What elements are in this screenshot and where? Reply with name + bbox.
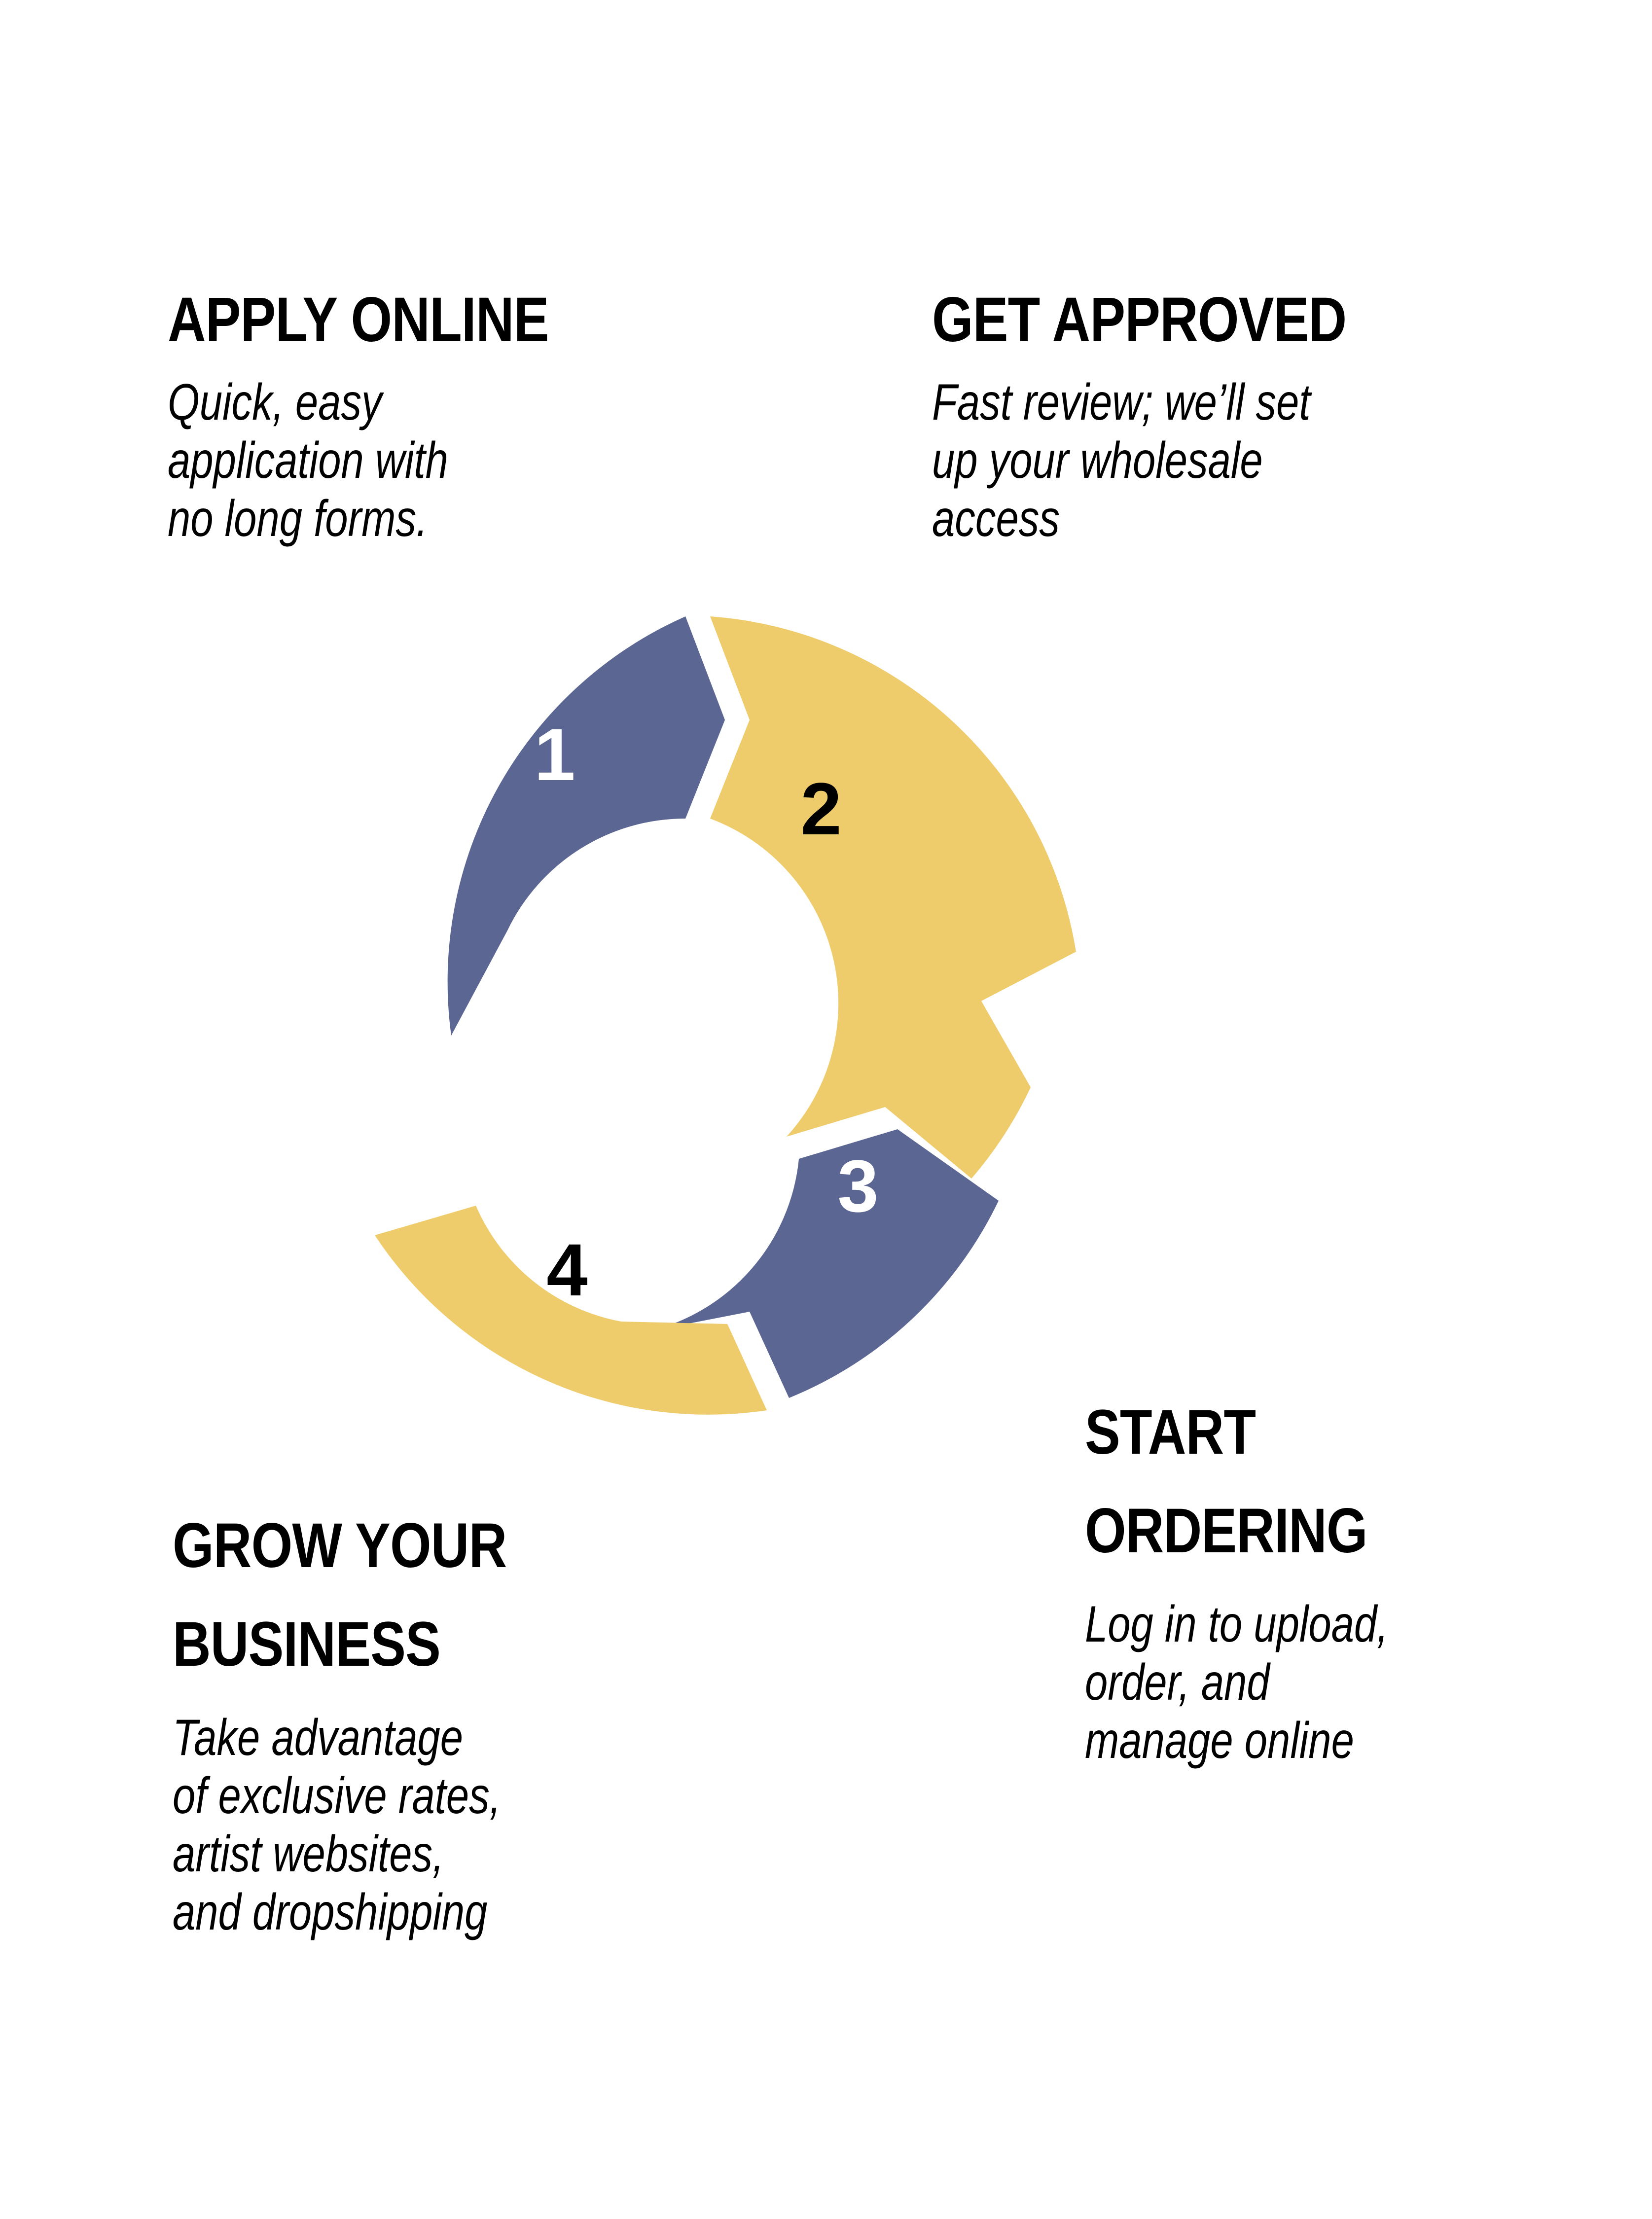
step-4-title: GROW YOUR BUSINESS	[173, 1510, 507, 1680]
step-3-body: Log in to upload, order, and manage onli…	[1085, 1596, 1389, 1769]
step-1-text-block: APPLY ONLINE Quick, easy application wit…	[168, 288, 858, 548]
cycle-segment-3[interactable]	[648, 1129, 999, 1398]
step-4-text-block: GROW YOUR BUSINESS Take advantage of exc…	[173, 1497, 789, 1941]
cycle-segment-4[interactable]	[375, 1206, 767, 1415]
cycle-segment-1[interactable]	[447, 616, 725, 1036]
cycle-donut-diagram: 1 2 3 4	[276, 607, 1095, 1425]
segment-number-2: 2	[800, 767, 841, 850]
step-3-text-block: START ORDERING Log in to upload, order, …	[1085, 1383, 1652, 1770]
step-1-title: APPLY ONLINE	[168, 285, 549, 355]
segment-number-1: 1	[534, 713, 575, 796]
step-3-title: START ORDERING	[1085, 1397, 1368, 1566]
step-4-body: Take advantage of exclusive rates, artis…	[173, 1709, 501, 1941]
cycle-donut-svg: 1 2 3 4	[375, 616, 1076, 1415]
step-2-body: Fast review; we’ll set up your wholesale…	[932, 374, 1311, 547]
step-2-text-block: GET APPROVED Fast review; we’ll set up y…	[932, 288, 1622, 548]
step-2-title: GET APPROVED	[932, 285, 1347, 355]
step-1-body: Quick, easy application with no long for…	[168, 374, 448, 547]
segment-number-3: 3	[837, 1145, 878, 1227]
cycle-segment-2[interactable]	[710, 616, 1076, 1179]
segment-number-4: 4	[546, 1228, 587, 1311]
